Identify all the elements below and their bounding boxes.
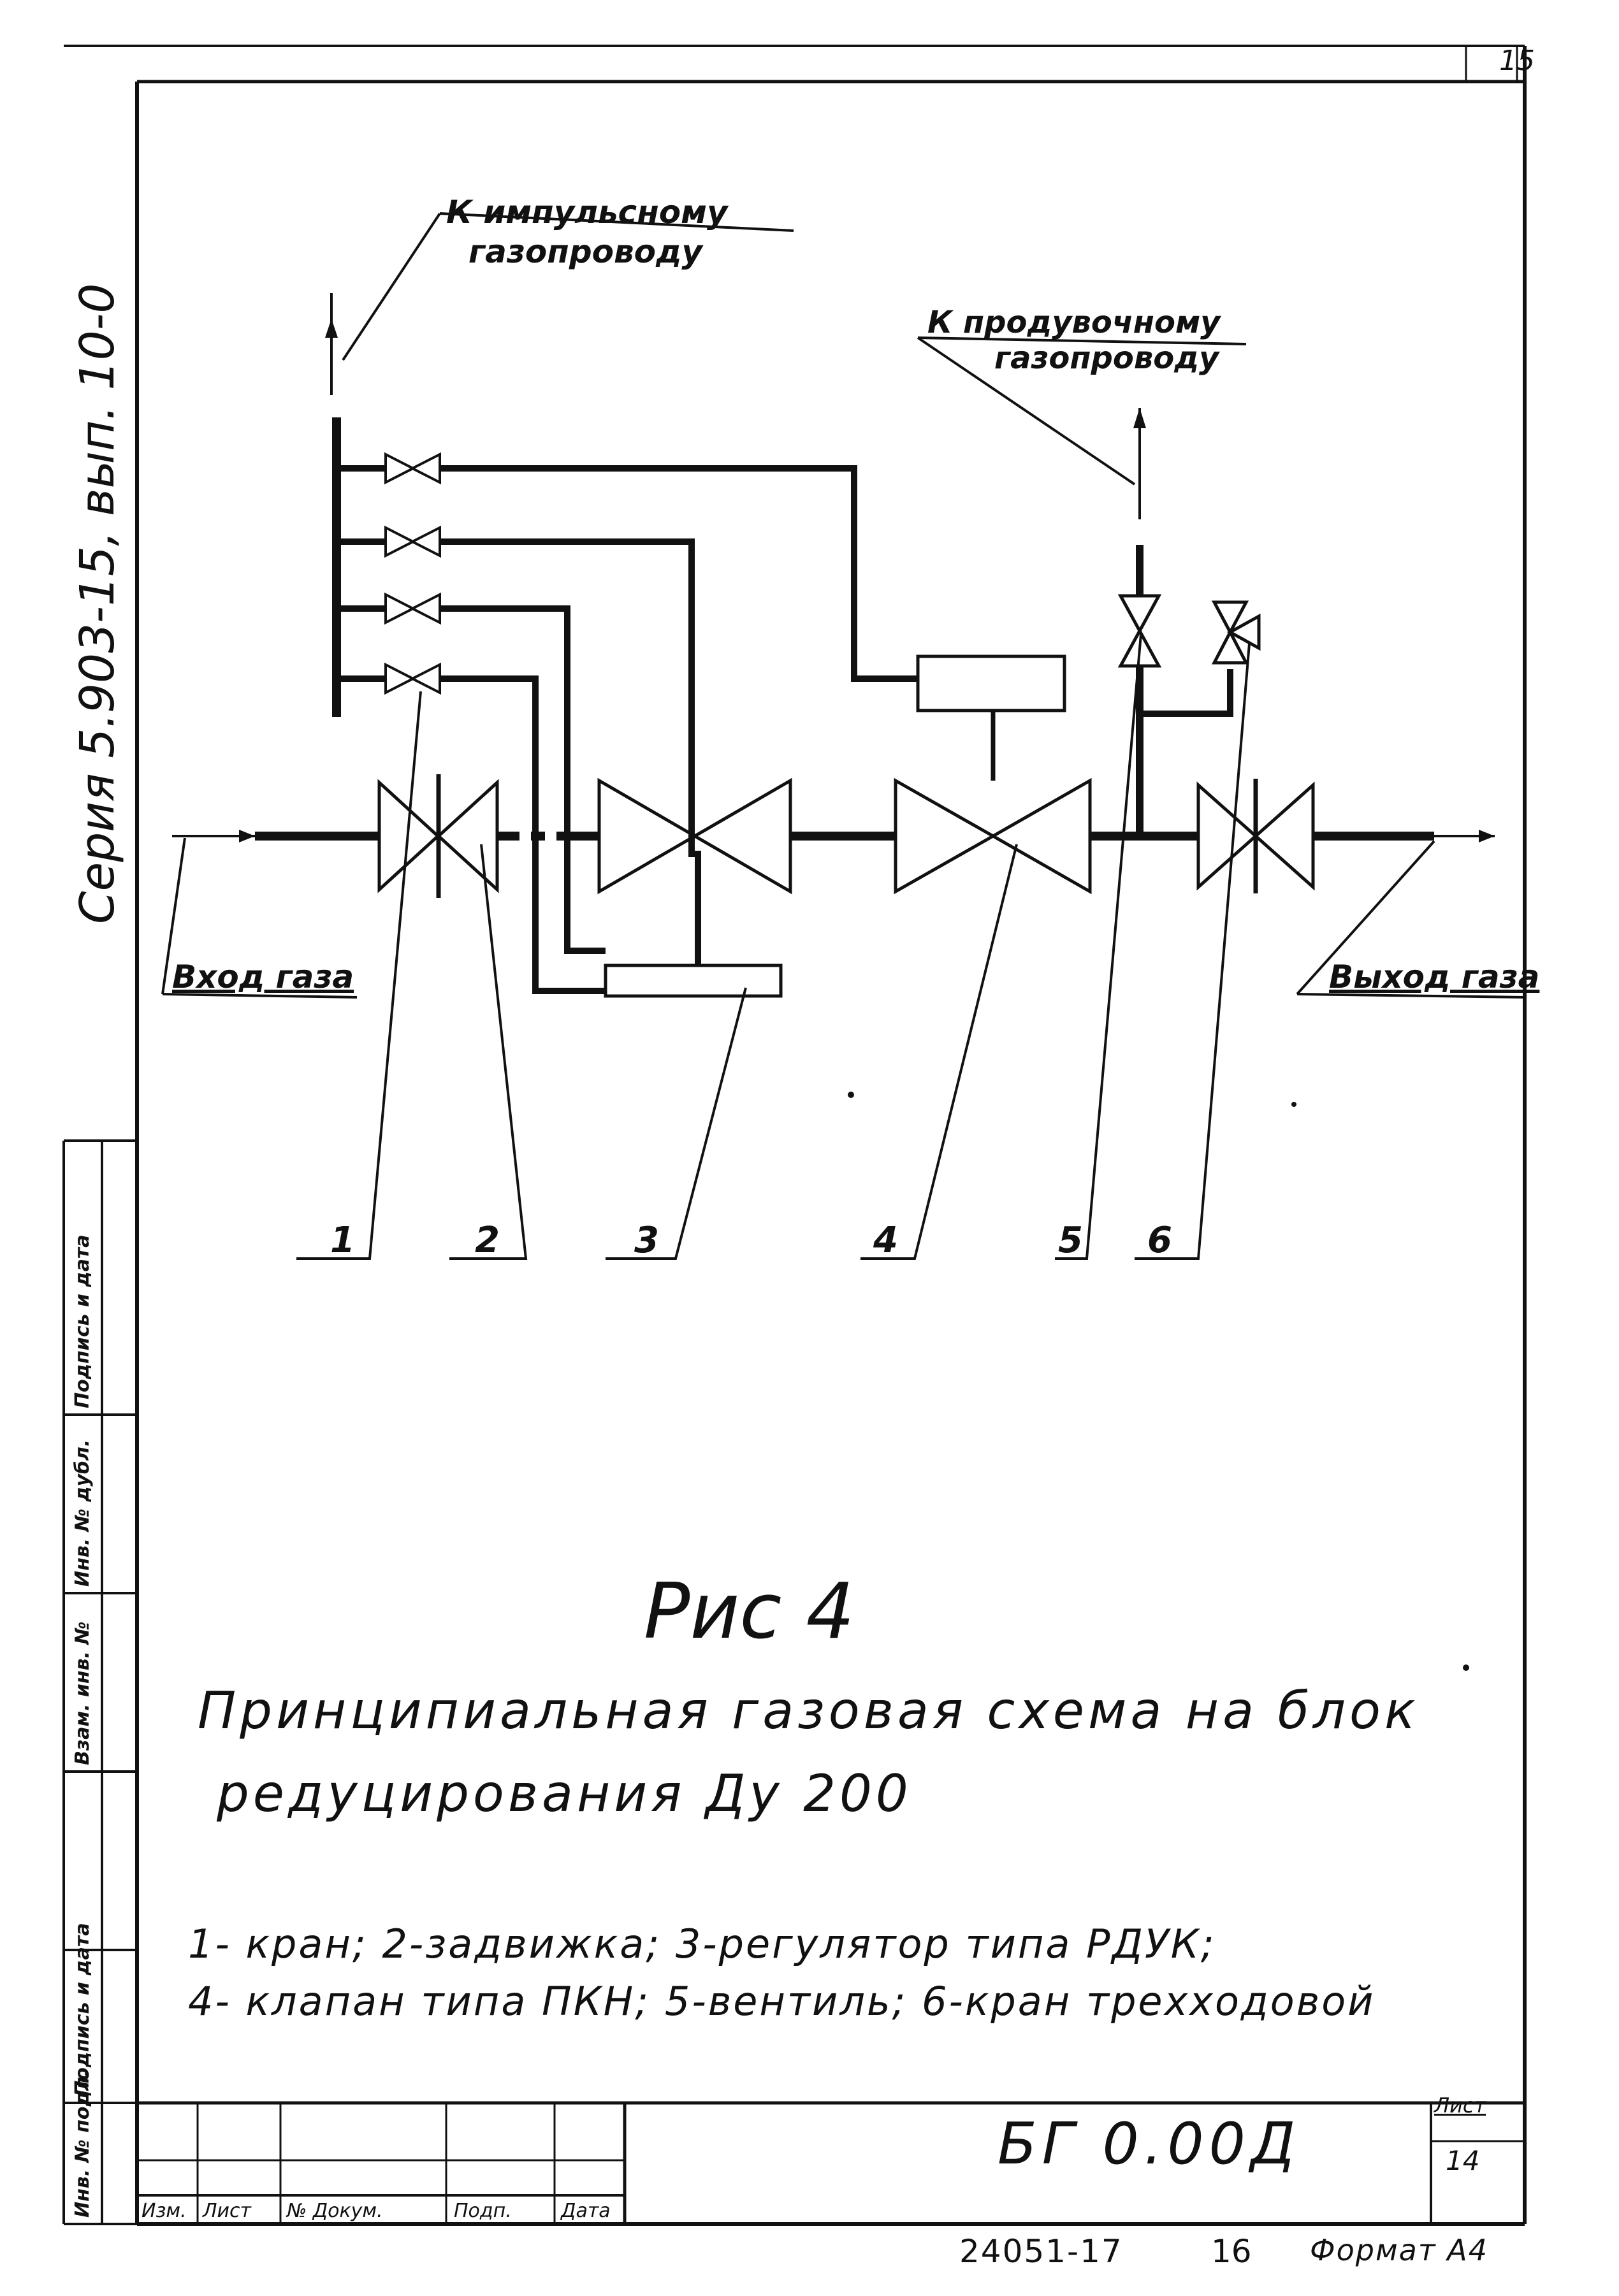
bottom-number-2: 16 xyxy=(1211,2233,1252,2270)
bottom-format: Формат А4 xyxy=(1310,2233,1488,2267)
side-stamp-sign-date-2: Подпись и дата xyxy=(71,1234,94,1408)
document-code: БГ 0.00Д xyxy=(998,2111,1301,2177)
callout-2: 2 xyxy=(475,1220,500,1261)
callout-1: 1 xyxy=(330,1220,355,1261)
tb-col-list: Лист xyxy=(203,2200,252,2222)
gas-outlet-label: Выход газа xyxy=(1329,958,1539,995)
page-number: 15 xyxy=(1499,45,1535,77)
impulse-cock-3 xyxy=(384,592,441,625)
callout-6: 6 xyxy=(1147,1220,1172,1261)
impulse-label-line2: газопроводу xyxy=(468,233,704,270)
impulse-lines xyxy=(440,465,918,994)
figure-title: Рис 4 xyxy=(644,1568,855,1656)
valve-5-shutoff xyxy=(1117,594,1162,668)
valve-3-regulator-body xyxy=(597,777,792,895)
impulse-cock-4 xyxy=(384,662,441,695)
callout-leaders xyxy=(296,633,1251,1260)
impulse-manifold xyxy=(325,293,386,717)
sheet-number: 14 xyxy=(1446,2145,1480,2176)
valve-2-gate xyxy=(377,774,499,898)
callout-5: 5 xyxy=(1058,1220,1083,1261)
side-stamp-grid xyxy=(62,1139,137,2225)
side-stamp-sign-date-1: Подпись и дата xyxy=(71,1923,94,2097)
legend-line1: 1- кран; 2-задвижка; 3-регулятор типа РД… xyxy=(188,1921,1216,1967)
valve-4-pkn xyxy=(894,777,1092,895)
figure-caption-line2: редуцирования Ду 200 xyxy=(217,1764,912,1823)
legend-line2: 4- клапан типа ПКН; 5-вентиль; 6-кран тр… xyxy=(188,1978,1376,2025)
gas-inlet-label: Вход газа xyxy=(172,958,354,995)
purge-label-line1: К продувочному xyxy=(927,305,1221,340)
figure-caption-line1: Принципиальная газовая схема на блок xyxy=(198,1681,1419,1740)
sheet-label: Лист xyxy=(1434,2093,1486,2118)
impulse-cock-2 xyxy=(384,525,441,558)
valve-6-three-way-cock xyxy=(1211,600,1261,665)
tb-col-doc: № Докум. xyxy=(287,2200,383,2222)
callout-4: 4 xyxy=(873,1220,898,1261)
side-stamp-inv-dup: Инв. № дубл. xyxy=(71,1439,94,1587)
pkn-actuator xyxy=(916,654,1066,712)
outlet-gate-valve xyxy=(1196,779,1315,893)
title-block-grid xyxy=(137,2101,1525,2224)
label-leaders xyxy=(161,212,1525,999)
specks xyxy=(848,1092,1469,1671)
sheet-frame xyxy=(64,45,1527,2226)
tb-col-date: Дата xyxy=(561,2200,611,2222)
purge-line xyxy=(1133,408,1233,836)
impulse-label-line1: К импульсному xyxy=(446,194,729,231)
tb-col-sign: Подп. xyxy=(454,2200,512,2222)
bottom-inventory-number: 24051-17 xyxy=(959,2233,1123,2270)
purge-label-line2: газопроводу xyxy=(994,340,1220,376)
series-side-title: Серия 5.903-15, вып. 10-0 xyxy=(70,283,125,924)
callout-3: 3 xyxy=(634,1220,659,1261)
tb-col-izm: Изм. xyxy=(142,2200,187,2222)
regulator-pilot xyxy=(604,964,783,998)
impulse-cock-1 xyxy=(384,452,441,485)
side-stamp-replaced: Взам. инв. № xyxy=(71,1621,94,1765)
